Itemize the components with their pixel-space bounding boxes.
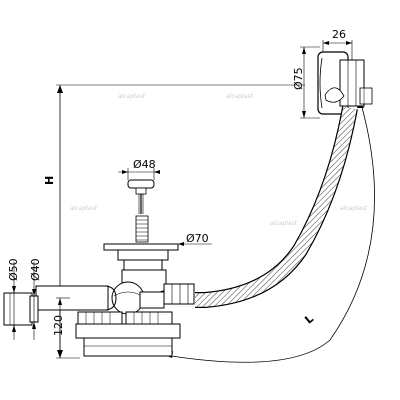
drain-body <box>103 243 195 315</box>
width-26-label: 26 <box>332 28 346 41</box>
threaded-screw <box>135 215 149 243</box>
height-120-dimension: 120 <box>52 297 70 358</box>
diameter-48-label: Ø48 <box>133 158 156 171</box>
watermark-4: alcaplast <box>340 205 368 212</box>
diameter-40-dimension: Ø40 <box>29 258 42 340</box>
watermark-3: alcaplast <box>70 205 98 212</box>
diameter-70-dimension: Ø70 <box>178 232 212 246</box>
watermark-5: alcaplast <box>270 220 298 227</box>
height-label: H <box>43 176 56 185</box>
diameter-75-dimension: Ø75 <box>292 46 320 119</box>
diameter-48-dimension: Ø48 <box>118 158 160 180</box>
waste-plug <box>127 179 155 214</box>
diameter-40-label: Ø40 <box>29 258 42 281</box>
diameter-50-label: Ø50 <box>7 258 20 281</box>
diameter-75-label: Ø75 <box>292 67 305 90</box>
diameter-50-dimension: Ø50 <box>7 258 20 340</box>
watermark-2: alcaplast <box>226 93 254 100</box>
length-label: L <box>302 312 316 326</box>
corrugated-hose <box>195 106 358 308</box>
height-120-label: 120 <box>52 315 65 336</box>
width-26-dimension: 26 <box>322 28 353 60</box>
watermark-1: alcaplast <box>118 93 146 100</box>
overflow-head <box>317 51 373 115</box>
diameter-70-label: Ø70 <box>186 232 209 245</box>
siphon-trap <box>3 285 181 357</box>
